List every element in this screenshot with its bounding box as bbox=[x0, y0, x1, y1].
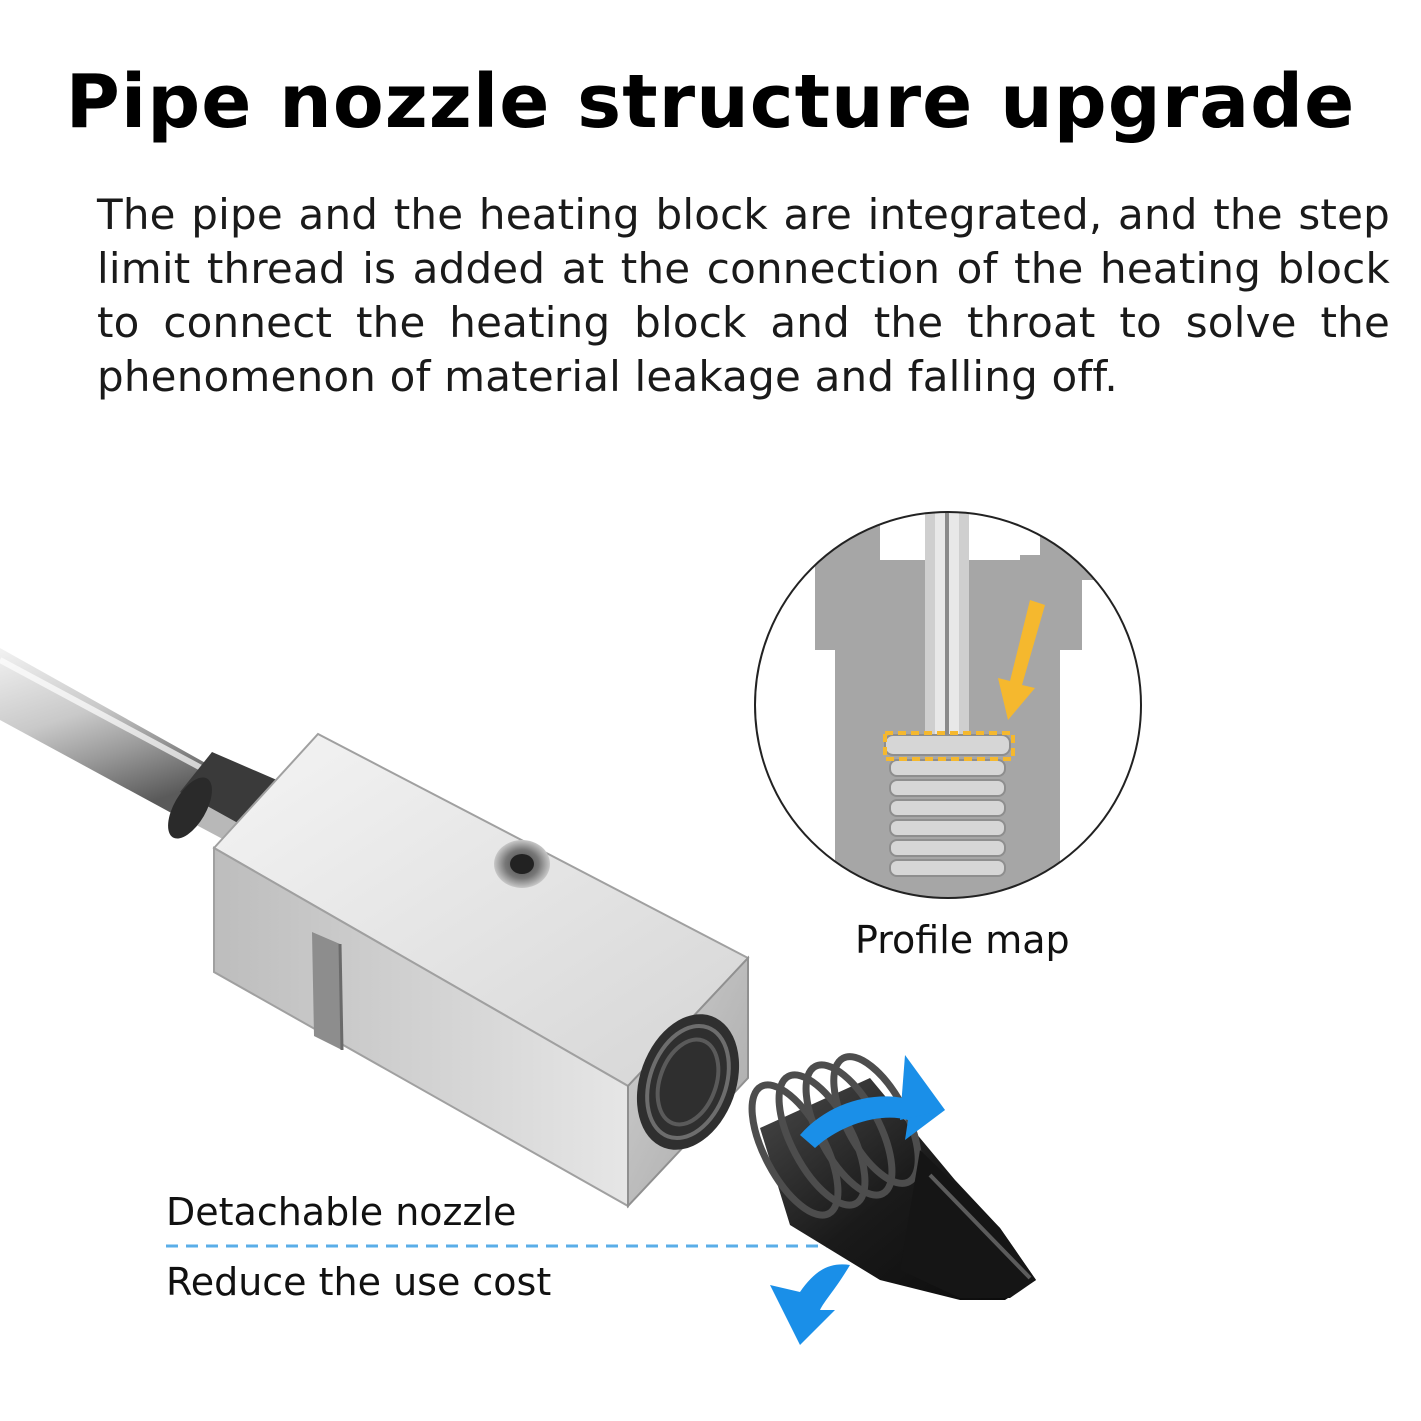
heating-block bbox=[212, 732, 750, 1209]
profile-map-diagram bbox=[754, 511, 1142, 899]
profile-map-label: Profile map bbox=[855, 918, 1070, 962]
pipe-tube bbox=[0, 648, 218, 822]
reduce-cost-label: Reduce the use cost bbox=[166, 1260, 552, 1304]
rotation-arrow-icon bbox=[770, 1055, 945, 1345]
description-text: The pipe and the heating block are integ… bbox=[97, 190, 1390, 401]
page-title: Pipe nozzle structure upgrade bbox=[65, 59, 1356, 145]
detachable-nozzle bbox=[748, 1053, 1036, 1300]
detachable-nozzle-label: Detachable nozzle bbox=[166, 1190, 517, 1234]
